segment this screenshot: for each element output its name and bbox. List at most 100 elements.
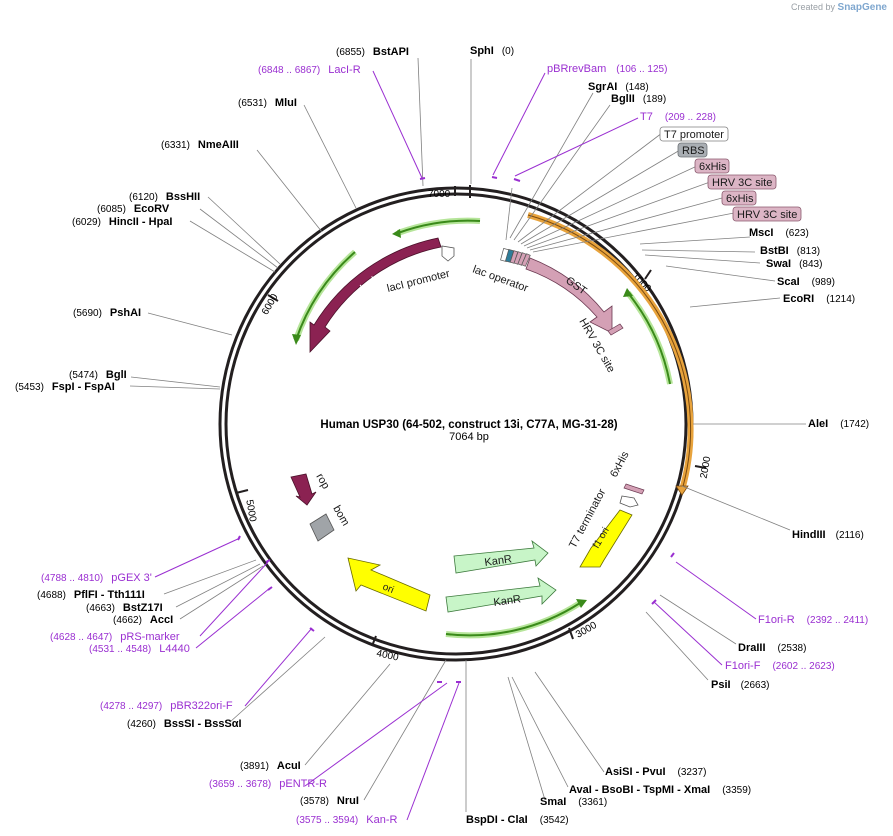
boxed-feature-6xHis-1: 6xHis (694, 158, 730, 174)
insert-orange-arc-line (527, 214, 692, 491)
KanR-upper-label: KanR (484, 553, 513, 569)
ori-arrow (347, 557, 431, 612)
green-arc-top-arrowhead (392, 229, 401, 238)
bom-marker (309, 513, 335, 542)
enzyme-label-MscI: MscI(623) (749, 227, 809, 239)
enzyme-leader-lines (129, 57, 806, 812)
enzyme-label-HincII-HpaI: (6029)HincII - HpaI (72, 216, 172, 228)
lacI-gene-arrow (309, 237, 442, 353)
enzyme-label-BstAPI: (6855)BstAPI (336, 46, 409, 58)
svg-text:HRV 3C site: HRV 3C site (737, 209, 797, 221)
snapgene-branding: Created by SnapGene (791, 2, 887, 13)
enzyme-label-SmaI: SmaI(3361) (540, 796, 607, 808)
primer-label-pBRrevBam: pBRrevBam(106 .. 125) (547, 63, 667, 75)
enzyme-label-EcoRI: EcoRI(1214) (783, 293, 855, 305)
enzyme-label-PshAI: (5690)PshAI (73, 307, 141, 319)
primer-label-Kan-R: (3575 .. 3594)Kan-R (296, 814, 398, 826)
enzyme-label-MluI: (6531)MluI (238, 97, 297, 109)
tick-label-2000: 2000 (699, 455, 714, 479)
lac-operator-cluster (500, 247, 531, 267)
enzyme-label-BglI: (5474)BglI (69, 369, 127, 381)
enzyme-label-BssHII: (6120)BssHII (129, 191, 200, 203)
KanR-arrow-upper (453, 539, 549, 574)
boxed-feature-T7-promoter: T7 promoter (659, 126, 729, 142)
green-arc-top (397, 219, 481, 234)
green-arc-left-arrowhead (292, 334, 301, 345)
branding-prefix: Created by (790, 2, 836, 12)
enzyme-label-PflFI-Tth111I: (4688)PflFI - Tth111I (37, 589, 145, 601)
primer-label-pBR322ori-F: (4278 .. 4297)pBR322ori-F (100, 700, 233, 712)
boxed-feature-6xHis-2: 6xHis (721, 190, 757, 206)
boxed-feature-HRV-3C-1: HRV 3C site (707, 174, 777, 190)
map-length: 7064 bp (449, 431, 489, 443)
enzyme-label-ScaI: ScaI(989) (777, 276, 835, 288)
bom-label: bom (330, 504, 351, 529)
svg-text:HRV 3C site: HRV 3C site (712, 177, 772, 189)
HRV-3C-site-marker (607, 323, 624, 336)
enzyme-label-BssSI: (4260)BssSI - BssSαI (127, 718, 242, 730)
svg-text:6xHis: 6xHis (726, 193, 754, 205)
enzyme-label-AsiSI-PvuI: AsiSI - PvuI(3237) (605, 766, 706, 778)
enzyme-label-DraIII: DraIII(2538) (738, 642, 806, 654)
enzyme-label-AvaI-group: AvaI - BsoBI - TspMI - XmaI(3359) (569, 784, 751, 796)
svg-text:6xHis: 6xHis (699, 161, 727, 173)
enzyme-label-HindIII: HindIII(2116) (792, 529, 864, 541)
green-arc-bottom-arrowhead (576, 599, 587, 608)
lac-operator-label: lac operator (471, 264, 530, 295)
boxed-feature-RBS: RBS (677, 142, 708, 158)
primer-leader-lines (154, 70, 757, 821)
snapgene-logo: SnapGene (837, 2, 887, 13)
svg-text:T7 promoter: T7 promoter (664, 129, 724, 141)
tick-marks (235, 185, 707, 647)
tick-label-7000: 7000 (428, 189, 451, 200)
enzyme-label-AcuI: (3891)AcuI (240, 760, 301, 772)
enzyme-label-SwaI: SwaI(843) (766, 258, 822, 270)
primer-label-L4440: (4531 .. 4548)L4440 (89, 643, 190, 655)
primer-label-LacI-R: (6848 .. 6867)LacI-R (258, 64, 361, 76)
enzyme-label-BglII: BglII(189) (611, 93, 666, 105)
enzyme-label-AleI: AleI(1742) (808, 418, 869, 430)
T7-terminator-marker (619, 495, 639, 508)
enzyme-label-EcoRV: (6085)EcoRV (97, 203, 170, 215)
enzyme-label-NmeAIII: (6331)NmeAIII (161, 139, 239, 151)
6xHis-marker (623, 483, 645, 495)
map-title: Human USP30 (64-502, construct 13i, C77A… (320, 419, 617, 431)
tick-label-6000: 6000 (260, 292, 281, 317)
green-arc-right (627, 292, 671, 385)
svg-text:RBS: RBS (682, 145, 705, 157)
lacI-promoter-marker (441, 245, 455, 262)
rop-arrow (290, 473, 317, 506)
green-arc-left (295, 251, 356, 341)
KanR-arrow-lower (445, 577, 557, 613)
enzyme-label-BstBI: BstBI(813) (760, 245, 820, 257)
GST-gene-arrow (525, 257, 613, 334)
enzyme-label-PsiI: PsiI(2663) (711, 679, 769, 691)
tick-label-5000: 5000 (243, 499, 258, 523)
enzyme-label-BspDI-ClaI: BspDI - ClaI(3542) (466, 814, 569, 826)
ori-label: ori (381, 582, 395, 596)
rop-label: rop (313, 472, 331, 492)
boxed-feature-HRV-3C-2: HRV 3C site (732, 206, 802, 222)
primer-binding-sites (237, 176, 675, 683)
green-arc-right-arrowhead (623, 288, 633, 297)
f1-ori-arrow (579, 509, 633, 568)
primer-label-F1ori-F: F1ori-F(2602 .. 2623) (725, 660, 835, 672)
primer-label-F1ori-R: F1ori-R(2392 .. 2411) (758, 614, 868, 626)
tick-label-4000: 4000 (375, 648, 399, 663)
primer-label-pENTR-R: (3659 .. 3678)pENTR-R (209, 778, 327, 790)
KanR-lower-label: KanR (493, 593, 522, 609)
lacI-promoter-label: lacI promoter (386, 268, 452, 295)
enzyme-label-BstZ17I: (4663)BstZ17I (86, 602, 163, 614)
enzyme-label-AccI: (4662)AccI (113, 614, 173, 626)
enzyme-label-SgrAI: SgrAI(148) (588, 81, 649, 93)
enzyme-label-NruI: (3578)NruI (300, 795, 359, 807)
primer-label-pRS-marker: (4628 .. 4647)pRS-marker (50, 631, 180, 643)
enzyme-label-FspI-FspAI: (5453)FspI - FspAI (15, 381, 115, 393)
enzyme-label-SphI: SphI(0) (470, 45, 514, 57)
6xHis-label: 6xHis (608, 449, 632, 479)
primer-label-pGEX-3: (4788 .. 4810)pGEX 3' (41, 572, 152, 584)
tick-label-3000: 3000 (574, 620, 599, 641)
green-arc-bottom (445, 602, 581, 637)
primer-label-T7: T7(209 .. 228) (640, 111, 716, 123)
